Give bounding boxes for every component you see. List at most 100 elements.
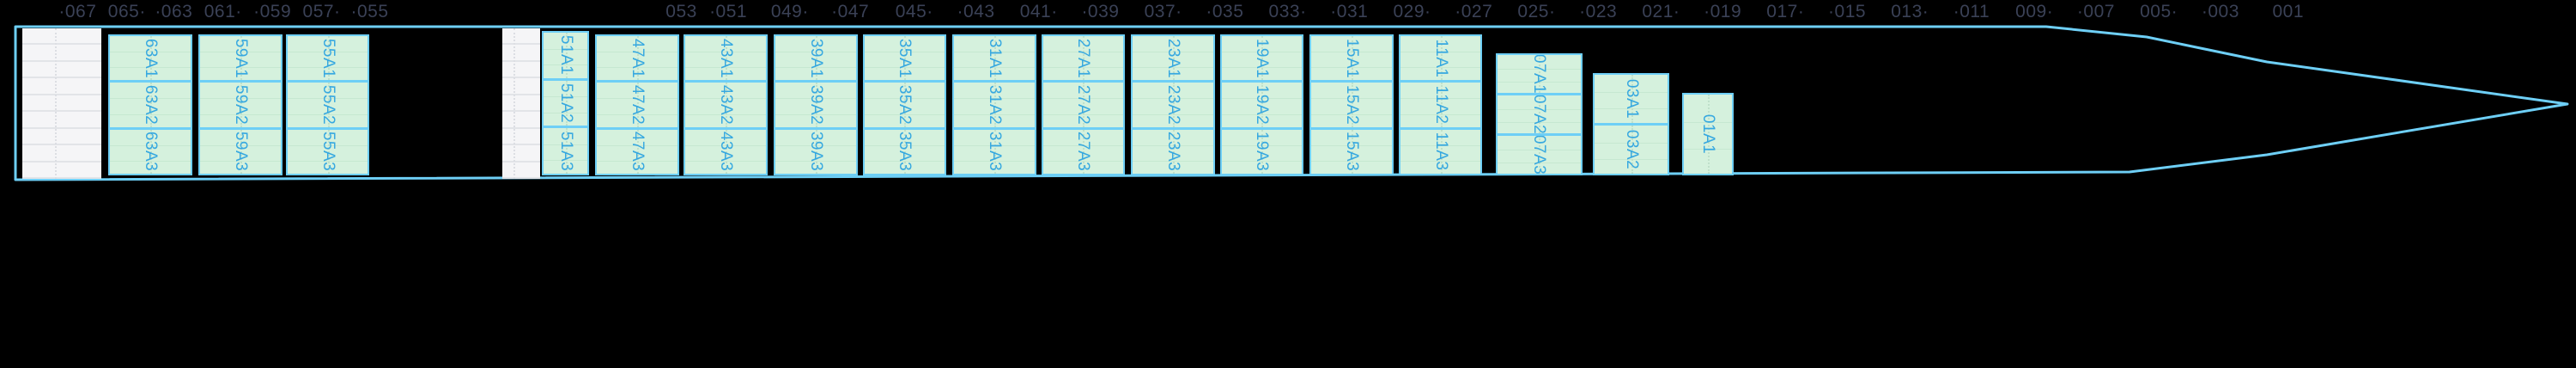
bay-label-031[interactable]: ·031 <box>1330 2 1369 21</box>
bay-label-017[interactable]: 017· <box>1766 2 1805 21</box>
cell-centerline <box>150 36 153 81</box>
container-cell-39A2[interactable]: 39A2 <box>774 81 858 129</box>
bay-label-043[interactable]: ·043 <box>957 2 995 21</box>
container-cell-63A2[interactable]: 63A2 <box>108 81 192 129</box>
bay-label-003[interactable]: ·003 <box>2201 2 2239 21</box>
container-cell-23A2[interactable]: 23A2 <box>1131 81 1215 129</box>
bay-label-015[interactable]: ·015 <box>1828 2 1867 21</box>
bay-label-061[interactable]: 061· <box>204 2 242 21</box>
cell-centerline <box>1352 129 1354 174</box>
container-cell-27A1[interactable]: 27A1 <box>1041 34 1126 83</box>
bay-label-013[interactable]: 013· <box>1891 2 1929 21</box>
container-cell-55A1[interactable]: 55A1 <box>285 34 370 83</box>
container-cell-43A3[interactable]: 43A3 <box>683 127 768 175</box>
container-cell-35A3[interactable]: 35A3 <box>862 127 947 175</box>
container-cell-43A2[interactable]: 43A2 <box>683 81 768 129</box>
container-cell-63A1[interactable]: 63A1 <box>108 34 192 83</box>
container-cell-07A1[interactable]: 07A1 <box>1496 53 1583 95</box>
container-cell-07A3[interactable]: 07A3 <box>1496 134 1583 175</box>
bay-label-053[interactable]: 053 <box>665 2 697 21</box>
cell-centerline <box>1261 129 1264 174</box>
bay-label-027[interactable]: ·027 <box>1455 2 1493 21</box>
container-cell-11A1[interactable]: 11A1 <box>1398 34 1483 83</box>
container-cell-59A2[interactable]: 59A2 <box>198 81 283 129</box>
container-cell-11A2[interactable]: 11A2 <box>1398 81 1483 129</box>
container-cell-47A2[interactable]: 47A2 <box>595 81 679 129</box>
container-cell-19A1[interactable]: 19A1 <box>1219 34 1304 83</box>
bay-label-005[interactable]: 005· <box>2140 2 2178 21</box>
container-cell-07A2[interactable]: 07A2 <box>1496 94 1583 135</box>
container-cell-35A2[interactable]: 35A2 <box>862 81 947 129</box>
container-label-27A2: 27A2 <box>1074 84 1093 126</box>
container-cell-19A3[interactable]: 19A3 <box>1219 127 1304 175</box>
bay-label-007[interactable]: ·007 <box>2076 2 2115 21</box>
cell-centerline <box>327 83 330 127</box>
container-cell-15A2[interactable]: 15A2 <box>1309 81 1394 129</box>
container-cell-23A3[interactable]: 23A3 <box>1131 127 1215 175</box>
bay-label-055[interactable]: ·055 <box>350 2 389 21</box>
container-cell-39A3[interactable]: 39A3 <box>774 127 858 175</box>
container-cell-15A3[interactable]: 15A3 <box>1309 127 1394 175</box>
container-cell-27A3[interactable]: 27A3 <box>1041 127 1126 175</box>
aft-void-grid <box>21 28 101 179</box>
bay-label-011[interactable]: ·011 <box>1953 2 1990 21</box>
bay-label-047[interactable]: ·047 <box>831 2 870 21</box>
container-cell-63A3[interactable]: 63A3 <box>108 127 192 175</box>
bay-label-039[interactable]: ·039 <box>1081 2 1120 21</box>
cell-centerline <box>1083 83 1085 127</box>
container-cell-55A2[interactable]: 55A2 <box>285 81 370 129</box>
bay-label-063[interactable]: ·063 <box>155 2 193 21</box>
bay-label-037[interactable]: 037· <box>1144 2 1182 21</box>
bay-label-057[interactable]: 057· <box>302 2 341 21</box>
container-cell-51A3[interactable]: 51A3 <box>542 126 589 175</box>
container-label-39A1: 39A1 <box>806 38 825 78</box>
bay-label-045[interactable]: 045· <box>895 2 933 21</box>
container-cell-51A2[interactable]: 51A2 <box>542 78 589 128</box>
bay-label-035[interactable]: ·035 <box>1206 2 1244 21</box>
void-row <box>21 112 101 129</box>
container-cell-01A1[interactable]: 01A1 <box>1681 93 1735 175</box>
bay-label-065[interactable]: 065· <box>107 2 146 21</box>
cell-centerline <box>1352 36 1354 81</box>
container-cell-51A1[interactable]: 51A1 <box>542 31 589 80</box>
bay-label-023[interactable]: ·023 <box>1579 2 1618 21</box>
cell-centerline <box>815 129 817 174</box>
bay-label-009[interactable]: 009· <box>2015 2 2054 21</box>
bay-label-001[interactable]: 001 <box>2272 2 2305 21</box>
void-row <box>502 45 540 62</box>
container-cell-39A1[interactable]: 39A1 <box>774 34 858 83</box>
container-cell-59A3[interactable]: 59A3 <box>198 127 283 175</box>
container-cell-55A3[interactable]: 55A3 <box>285 127 370 175</box>
bay-label-019[interactable]: ·019 <box>1704 2 1742 21</box>
container-cell-43A1[interactable]: 43A1 <box>683 34 768 83</box>
bay-label-041[interactable]: 041· <box>1019 2 1058 21</box>
bay-label-033[interactable]: 033· <box>1268 2 1307 21</box>
cell-centerline <box>994 129 997 174</box>
bay-label-029[interactable]: 029· <box>1393 2 1431 21</box>
container-cell-03A1[interactable]: 03A1 <box>1593 73 1670 125</box>
container-cell-11A3[interactable]: 11A3 <box>1398 127 1483 175</box>
container-cell-31A3[interactable]: 31A3 <box>952 127 1036 175</box>
bay-label-021[interactable]: 021· <box>1642 2 1680 21</box>
container-cell-47A3[interactable]: 47A3 <box>595 127 679 175</box>
bay-label-051[interactable]: ·051 <box>709 2 748 21</box>
container-cell-35A1[interactable]: 35A1 <box>862 34 947 83</box>
container-cell-27A2[interactable]: 27A2 <box>1041 81 1126 129</box>
container-cell-23A1[interactable]: 23A1 <box>1131 34 1215 83</box>
void-row <box>21 95 101 113</box>
container-cell-47A1[interactable]: 47A1 <box>595 34 679 83</box>
container-cell-15A1[interactable]: 15A1 <box>1309 34 1394 83</box>
container-cell-59A1[interactable]: 59A1 <box>198 34 283 83</box>
bay-label-025[interactable]: 025· <box>1517 2 1556 21</box>
container-cell-31A1[interactable]: 31A1 <box>952 34 1036 83</box>
container-cell-31A2[interactable]: 31A2 <box>952 81 1036 129</box>
void-row <box>21 45 101 62</box>
container-label-55A3: 55A3 <box>319 132 337 172</box>
container-cell-03A2[interactable]: 03A2 <box>1593 124 1670 175</box>
bay-label-067[interactable]: ·067 <box>58 2 97 21</box>
bay-label-059[interactable]: ·059 <box>253 2 292 21</box>
bay-label-049[interactable]: 049· <box>770 2 809 21</box>
container-cell-19A2[interactable]: 19A2 <box>1219 81 1304 129</box>
